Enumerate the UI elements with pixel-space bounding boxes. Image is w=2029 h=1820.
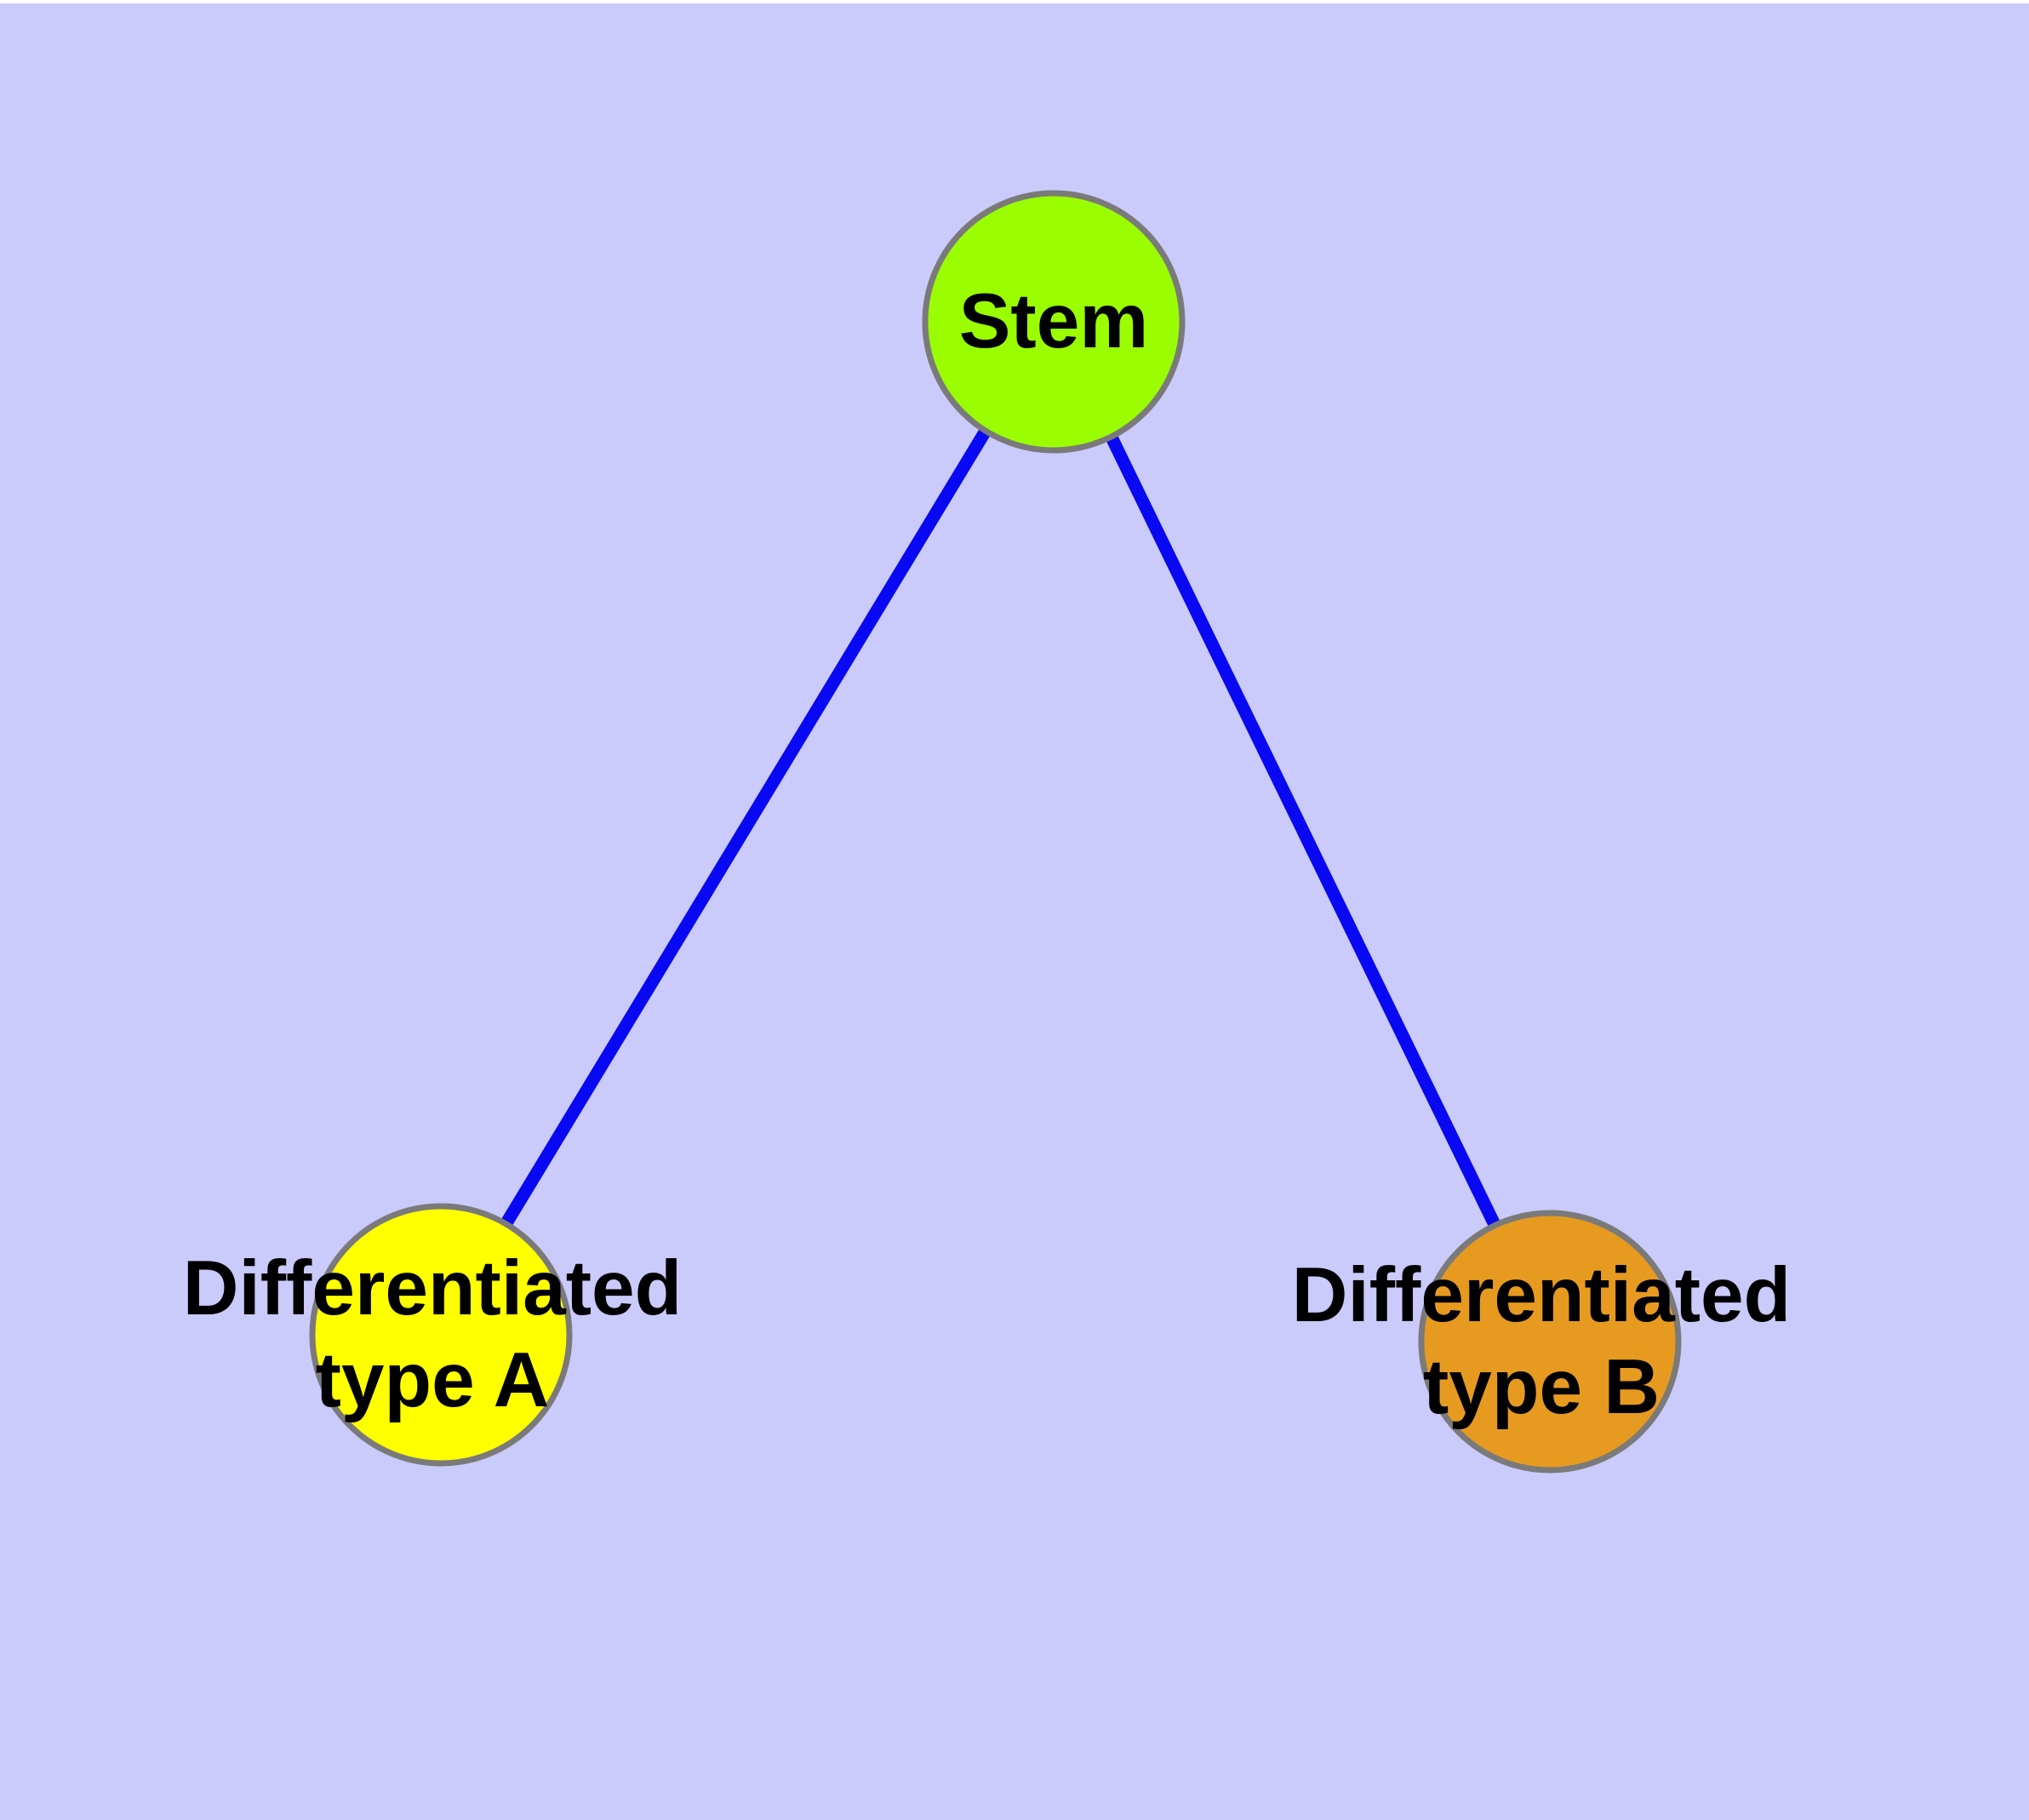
type-a-node [309,1203,573,1467]
stem-node [922,190,1186,454]
graph-canvas [0,3,2029,1820]
edge-stem-to-type-b [1048,315,1556,1342]
type-b-node [1418,1210,1682,1474]
edge-stem-to-type-a [435,315,1060,1335]
